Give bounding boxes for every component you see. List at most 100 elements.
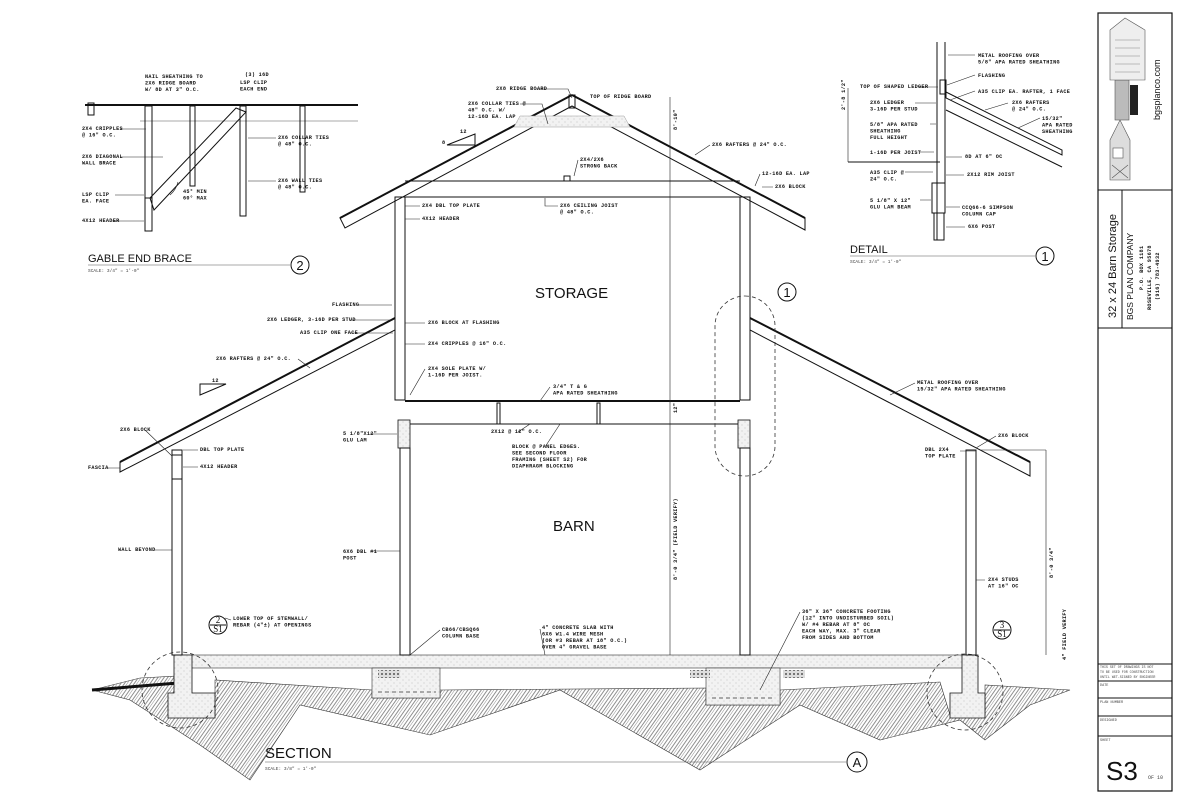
detail-circle-left [141,651,219,729]
note-line: 12-16D EA. LAP [762,171,810,177]
note-line: 1-16D PER JOIST. [428,373,483,379]
footing-right [705,667,781,706]
note-line: WALL BEYOND [118,547,156,553]
left-header [171,454,183,480]
note-detail-rafters: 2X6 RAFTERS@ 24" O.C. [1012,100,1050,113]
note-block: 2X6 BLOCK [775,184,806,190]
note-line: 5 1/8" X 12" [870,198,911,204]
note-line: 24" O.C. [870,177,897,183]
note-line: NAIL SHEATHING TO [145,74,203,80]
section-ref: A [853,755,862,770]
note-line: OVER 4" GRAVEL BASE [542,645,607,651]
stud-section [87,102,95,116]
note-line: 15/32" APA RATED SHEATHING [917,387,1006,393]
collar-tie [513,115,631,128]
strongback [563,175,571,182]
post-right [739,447,751,656]
callout-3-num: 3 [1000,620,1005,630]
note-line: W/ #4 REBAR AT 8" OC [802,622,870,628]
note-line: 2X6 COLLAR TIES [278,135,329,141]
blocking [596,402,601,425]
note-line: 4X12 HEADER [422,216,460,222]
sheet-total: OF 10 [1148,775,1163,781]
note-line: 2X6 CEILING JOIST [560,203,618,209]
note-line: SHEATHING [1042,129,1073,135]
room-barn: BARN [553,518,595,535]
disclaimer-2: TO BE USED FOR CONSTRUCTION [1100,670,1153,674]
header-block [144,197,153,232]
note-line: 2X6 RAFTERS @ 24" O.C. [216,356,291,362]
note-line: FLASHING [332,302,359,308]
note-line: POST [343,556,357,562]
note-dbl-top: 2X4 DBL TOP PLATE [422,203,480,209]
note-line: COLUMN BASE [442,634,480,640]
note-line: 3/4" T & G [553,384,587,390]
section-leaders [106,88,997,691]
note-lap: 12-16D EA. LAP [762,171,810,177]
note-collar-ties: 2X6 COLLAR TIES @48" O.C. W/12-16D EA. L… [468,101,527,120]
note-line: @ 48" O.C. [278,142,312,148]
note-line: METAL ROOFING OVER [917,380,979,386]
title-block: bgsplanco.com 32 x 24 Barn Storage BGS P… [1097,12,1173,792]
note-line: APA RATED [1042,123,1073,129]
detail-ref-circle [1035,246,1055,266]
note-left-dbltop: DBL TOP PLATE [200,447,244,453]
note-line: 60° MAX [183,196,207,202]
note-rafters: 2X6 RAFTERS @ 24" O.C. [712,142,787,148]
note-line: 2X6 BLOCK [775,184,806,190]
angle-arc [169,181,179,196]
note-line: BLOCK @ PANEL EDGES. [512,444,580,450]
note-line: 1-16D PER JOIST [870,150,921,156]
note-line: 5/8" APA RATED SHEATHING [978,60,1060,66]
stemwall-right [949,654,986,719]
note-line: 2X12 @ 12" O.C. [491,429,542,435]
detail-1-callout[interactable] [777,282,797,302]
note-line: 2X6 RAFTERS @ 24" O.C. [712,142,787,148]
note-line: 36" X 36" CONCRETE FOOTING [802,609,891,615]
section-callout-2-s1[interactable] [208,615,228,635]
right-wall [965,449,977,656]
note-line: 2X8 RIDGE BOARD [496,86,547,92]
disclaimer-1: THIS SET OF DRAWINGS IS NOT [1100,665,1153,669]
note-line: 2X4 DBL TOP PLATE [422,203,480,209]
detail-1-ref: 1 [783,285,790,300]
note-line: 3-16D PER STUD [870,107,918,113]
detail-glulam [931,182,946,214]
stemwall-left [167,654,216,719]
note-line: W/ 8D AT 3" O.C. [145,87,200,93]
section-ref-circle [846,751,868,773]
note-line: 6X6 POST [968,224,995,230]
disclaimer-3: UNTIL WET-SIGNED BY ENGINEER [1100,675,1155,679]
address-line-3: (916) 783-4932 [1155,252,1161,300]
note-line: 2X6 DIAGONAL [82,154,123,160]
upper-wall-left [394,196,406,401]
note-line: EACH END [240,87,267,93]
note-header: 4X12 HEADER [422,216,460,222]
detail-ref: 1 [1041,249,1048,264]
note-line: 8D AT 6" OC [965,154,1003,160]
roof-line-right [571,94,806,219]
note-line: DIAPHRAGM BLOCKING [512,464,573,470]
note-a35: A35 CLIP ONE FACE [300,330,358,336]
slope-run: 12 [460,129,467,135]
note-detail-116d: 1-16D PER JOIST [870,150,921,156]
blocking [496,402,501,425]
barn-logo [1109,17,1146,181]
note-line: LSP CLIP [240,80,267,86]
section-title: SECTION [265,745,332,762]
date-label: DATE [1100,684,1108,688]
note-line: TOP PLATE [925,454,956,460]
note-line: 2X6 LEDGER [870,100,905,106]
detail-rafter-bottom [945,109,1063,168]
note-line: 2X6 RIDGE BOARD [145,81,196,87]
section-callout-3-s1[interactable] [992,620,1012,640]
note-line: 2X12 RIM JOIST [967,172,1015,178]
dim-floor: 12" [673,403,679,413]
note-line: SEE SECOND FLOOR [512,451,567,457]
note-line: 4X12 HEADER [200,464,238,470]
